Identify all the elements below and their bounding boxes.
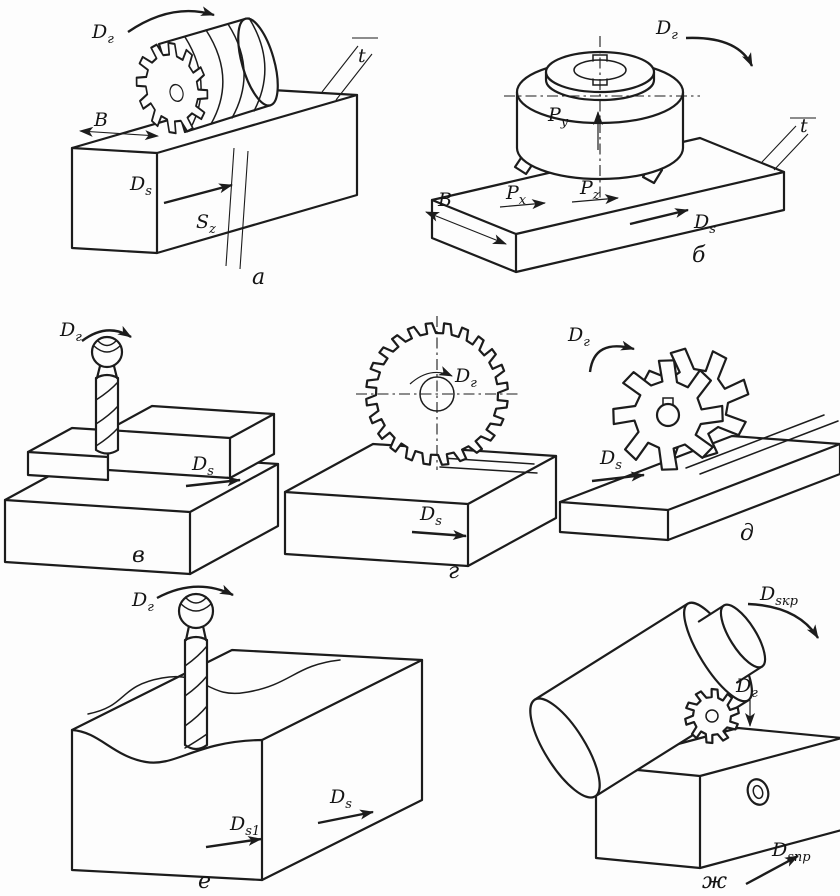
workpiece-b-edges bbox=[430, 170, 786, 274]
label-dspr-zh: Dsпр bbox=[771, 839, 811, 865]
feed-arrow-b bbox=[629, 208, 689, 226]
workpiece-e bbox=[70, 648, 424, 882]
cylinder-end-zh bbox=[529, 697, 601, 799]
panel-b-face-milling: Py Px Pz B t Ds Dг б bbox=[425, 17, 816, 274]
force-z-arrow-b bbox=[571, 194, 619, 205]
label-ds-d: Ds bbox=[599, 447, 622, 473]
label-dg-d: Dг bbox=[567, 324, 590, 350]
endmill-flutes-e bbox=[184, 645, 208, 749]
stub-fill-zh bbox=[698, 605, 763, 683]
cutter-hub-a bbox=[169, 83, 184, 103]
label-t-a: t bbox=[358, 45, 366, 67]
caption-zh: ж bbox=[702, 869, 727, 894]
cutter-end-a bbox=[237, 17, 279, 107]
cutter-face-teeth-a bbox=[135, 41, 209, 135]
workpiece-e-top-edge bbox=[70, 728, 264, 882]
rotation-arrow-a bbox=[127, 6, 215, 33]
feed-per-tooth-lines-a bbox=[225, 147, 249, 270]
label-ds1-e: Ds1 bbox=[229, 813, 260, 839]
cutter-hub-d bbox=[655, 402, 681, 428]
workpiece-e-fold bbox=[260, 658, 424, 742]
stub-lines-zh bbox=[697, 604, 764, 684]
rail-edges-v bbox=[106, 412, 276, 480]
feed-arrow-v bbox=[185, 476, 241, 488]
endmill-dome-lines-v bbox=[93, 340, 121, 353]
endmill-neck-v bbox=[95, 364, 119, 380]
hub-keyway-d bbox=[662, 397, 674, 406]
label-pz-b: Pz bbox=[579, 177, 600, 203]
cutter-zh bbox=[684, 687, 740, 745]
label-px-b: Px bbox=[505, 182, 527, 208]
feed-arrow-d bbox=[591, 471, 645, 483]
bushing-outer-zh bbox=[746, 778, 770, 806]
caption-v: в bbox=[132, 543, 145, 568]
label-dg-a: Dг bbox=[91, 21, 114, 47]
panel-a-cylindrical-milling: Dг t B Sz Ds а bbox=[70, 6, 378, 290]
panel-v-end-milling: Dг Ds в bbox=[3, 319, 280, 576]
label-ds-v: Ds bbox=[191, 453, 214, 479]
rotation-arrow-g bbox=[409, 366, 453, 385]
panel-d-form-milling: Dг Ds д bbox=[558, 324, 840, 546]
label-b-a: B bbox=[93, 109, 108, 131]
width-dim-a bbox=[79, 126, 159, 141]
caption-d: д bbox=[740, 521, 754, 546]
depth-lines-b bbox=[761, 117, 816, 171]
width-dim-b bbox=[425, 211, 507, 245]
caption-e: е bbox=[198, 869, 211, 894]
label-dg-g: Dг bbox=[454, 365, 477, 391]
panel-zh-rotary-milling: Dsкр Dг Dsпр ж bbox=[529, 583, 840, 894]
feed-arrow-e bbox=[317, 809, 374, 825]
endmill-dome-lines-e bbox=[180, 597, 212, 612]
depth-lines-a bbox=[321, 37, 378, 101]
workpiece-d bbox=[558, 434, 840, 542]
label-dg-v: Dг bbox=[59, 319, 82, 345]
label-ds-e: Ds bbox=[329, 786, 352, 812]
panel-e-contour-milling: Dг Ds1 Ds е bbox=[70, 584, 424, 894]
label-ds-g: Ds bbox=[419, 503, 442, 529]
feed-arrow-g bbox=[411, 530, 467, 541]
rotation-arrow-v bbox=[81, 325, 132, 342]
caption-b: б bbox=[692, 243, 706, 268]
rotation-arrow-d bbox=[588, 340, 635, 373]
bushing-inner-zh bbox=[752, 784, 764, 800]
label-b-b: B bbox=[437, 189, 452, 211]
cutter-face-a bbox=[135, 41, 209, 135]
workpiece-g bbox=[283, 442, 558, 568]
label-dskr-zh: Dsкр bbox=[759, 583, 799, 609]
label-py-b: Py bbox=[547, 104, 569, 130]
label-ds-a: Ds bbox=[129, 173, 152, 199]
workpiece-a-edges bbox=[70, 93, 359, 255]
label-t-b: t bbox=[800, 115, 808, 137]
stub-end-zh bbox=[719, 603, 767, 669]
endmill-flutes-v bbox=[95, 381, 119, 447]
rotation-arrow-e bbox=[156, 584, 234, 600]
workpiece-d-edges bbox=[558, 442, 840, 542]
label-dg-e: Dг bbox=[131, 589, 154, 615]
groove-lines-d bbox=[685, 414, 839, 475]
label-dg-zh: Dг bbox=[735, 675, 758, 701]
centerlines-g bbox=[356, 316, 518, 470]
cutter-flutes-a bbox=[184, 17, 266, 132]
endmill-body-v bbox=[94, 373, 120, 455]
long-feed-arrow-zh bbox=[745, 854, 799, 886]
circular-feed-arrow-zh bbox=[747, 602, 820, 639]
rail-v bbox=[106, 404, 276, 480]
caption-g: г bbox=[448, 559, 459, 584]
endmill-neck-e bbox=[184, 624, 208, 642]
label-dg-b: Dг bbox=[655, 17, 678, 43]
label-ds-b: Ds bbox=[693, 211, 716, 237]
caption-a: а bbox=[252, 265, 265, 290]
force-x-arrow-b bbox=[499, 199, 546, 210]
panel-g-disc-milling: Dг Ds г bbox=[283, 316, 558, 584]
feed-arrow-a bbox=[163, 183, 233, 205]
cutter-hub-zh bbox=[705, 709, 719, 723]
workpiece-v-edges bbox=[3, 462, 280, 576]
rotation-arrow-b bbox=[685, 36, 754, 67]
milled-step-edge-v bbox=[26, 450, 110, 459]
feed1-arrow-e bbox=[205, 835, 262, 849]
label-sz-a: Sz bbox=[196, 211, 216, 237]
